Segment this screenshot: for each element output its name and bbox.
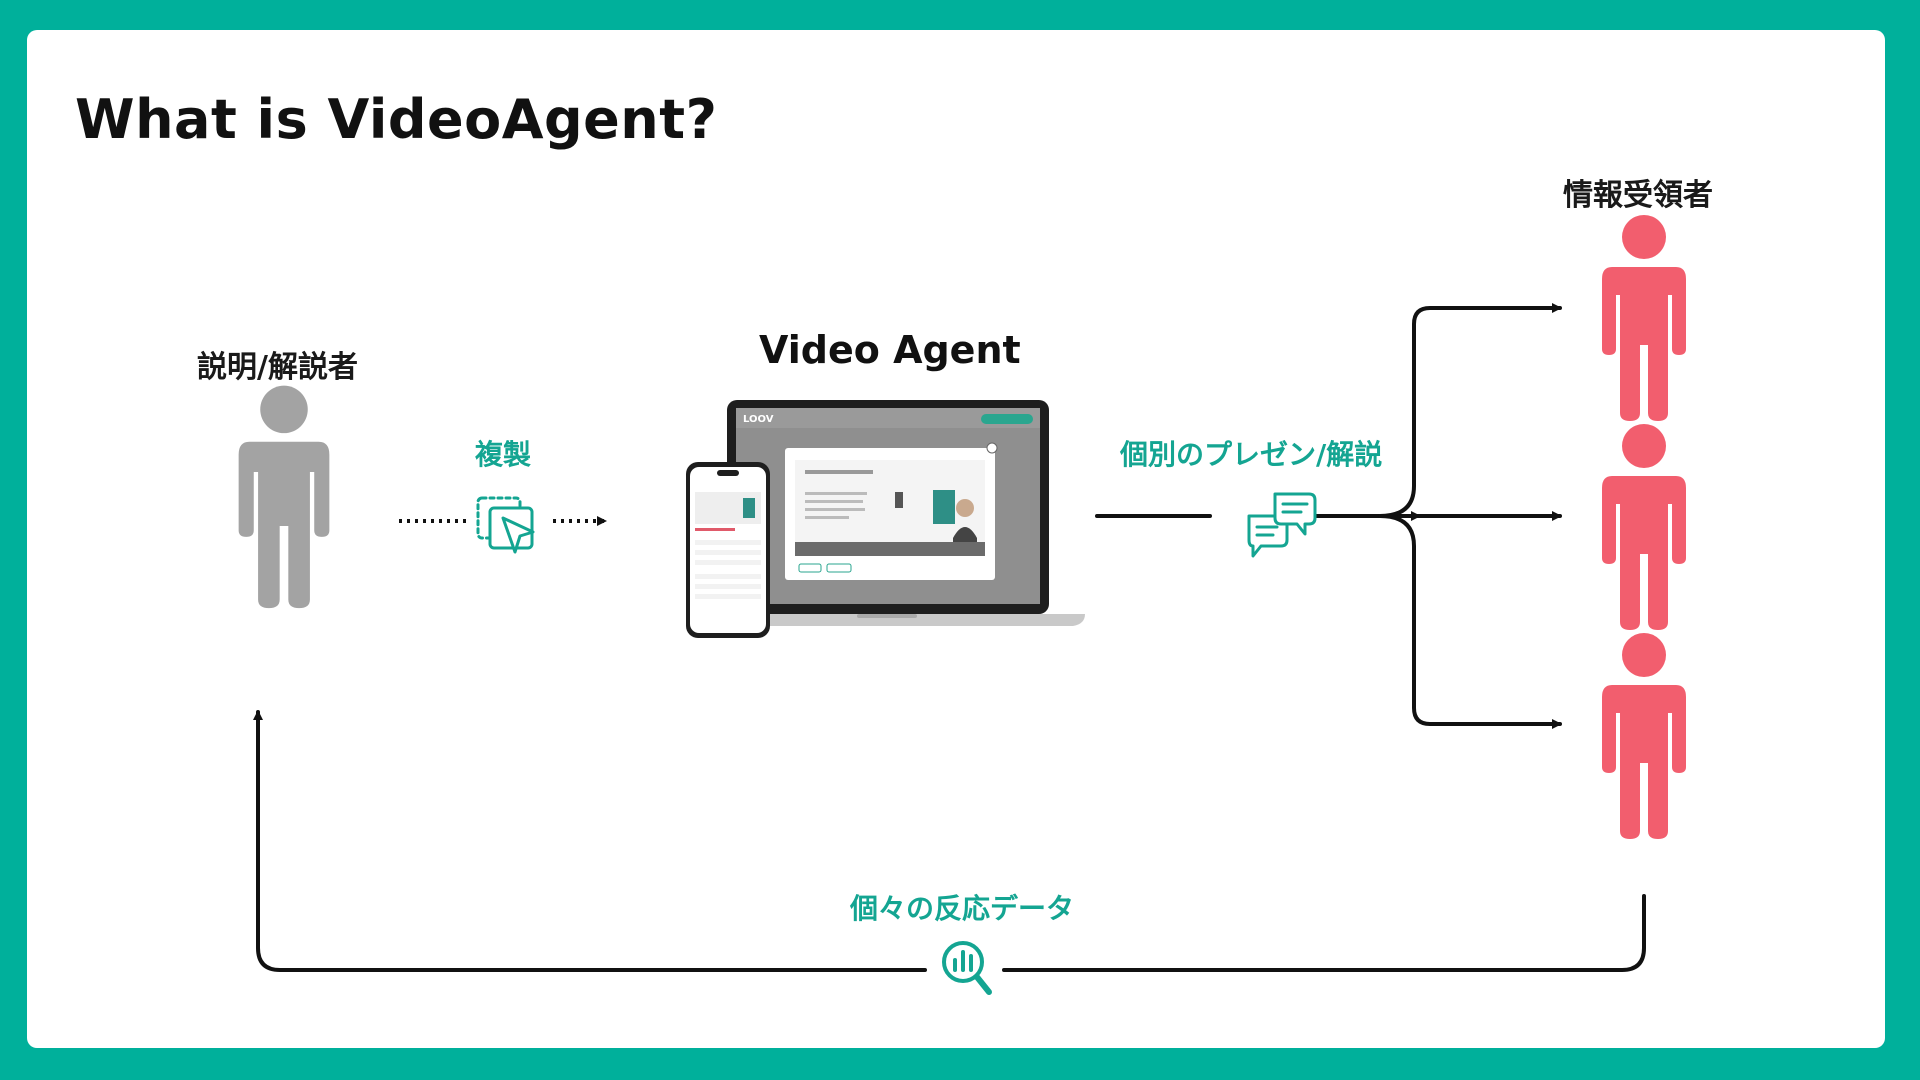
recipient-person-icon-3 — [1602, 633, 1686, 839]
feedback-label: 個々の反応データ — [850, 892, 1075, 925]
agent-label: Video Agent — [759, 328, 1021, 372]
recipient-person-icon-1 — [1602, 215, 1686, 421]
phone-screenshot — [686, 462, 770, 638]
copy-label: 複製 — [475, 438, 532, 471]
chart-magnifier-icon — [942, 941, 992, 995]
recipient-person-icon-2 — [1602, 424, 1686, 630]
presentation-label: 個別のプレゼン/解説 — [1120, 438, 1383, 471]
feedback-connector — [253, 710, 1646, 972]
slide-card: What is VideoAgent? 説明/解説者 複製 Video Agen… — [27, 30, 1885, 1048]
svg-text:LOOV: LOOV — [743, 414, 774, 425]
chat-bubbles-icon — [1247, 492, 1317, 558]
presentation-connector — [1095, 303, 1562, 729]
copy-cursor-icon — [476, 496, 535, 554]
flow-diagram: LOOV — [238, 215, 1686, 995]
presenter-person-icon — [238, 385, 330, 609]
page-title: What is VideoAgent? — [75, 88, 718, 151]
laptop-screenshot: LOOV — [709, 400, 1085, 626]
recipients-label: 情報受領者 — [1563, 178, 1713, 213]
presenter-label: 説明/解説者 — [197, 350, 358, 385]
